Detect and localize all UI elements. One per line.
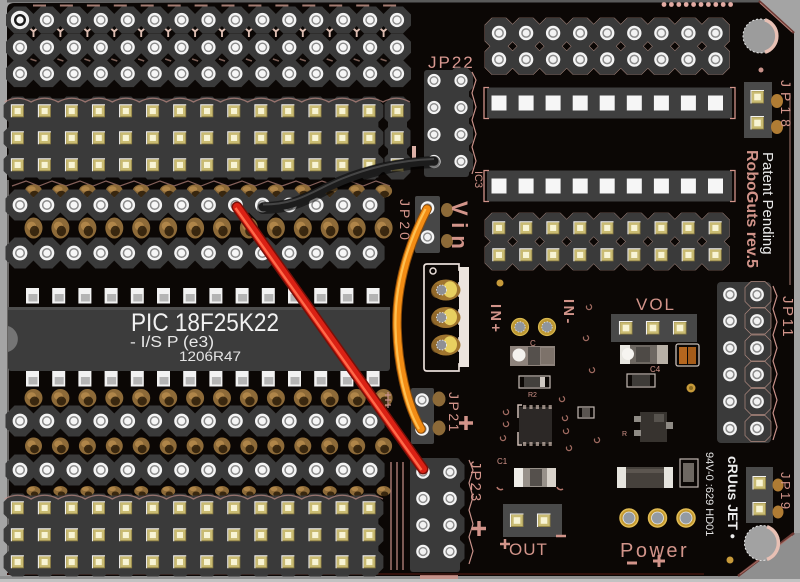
svg-text:1206R47: 1206R47: [179, 348, 241, 364]
svg-text:IC3: IC3: [472, 171, 484, 188]
svg-text:JP23: JP23: [467, 461, 484, 503]
svg-text:cRUus JET •: cRUus JET •: [725, 456, 741, 539]
svg-text:C: C: [530, 339, 536, 348]
svg-text:Patent Pending: Patent Pending: [759, 152, 776, 255]
svg-text:Vin: Vin: [447, 201, 472, 256]
svg-text:C4: C4: [650, 365, 661, 374]
svg-text:R: R: [622, 431, 627, 438]
svg-text:IN+: IN+: [487, 304, 503, 334]
svg-text:VOL: VOL: [636, 295, 676, 314]
svg-text:JP20: JP20: [397, 199, 413, 243]
svg-text:94V-0 :629 HD01: 94V-0 :629 HD01: [703, 452, 715, 536]
svg-text:RoboGuts rev.5: RoboGuts rev.5: [743, 150, 760, 268]
svg-text:JP22: JP22: [428, 53, 475, 72]
svg-text:JP18: JP18: [778, 80, 794, 132]
svg-text:C1: C1: [497, 457, 508, 466]
svg-text:IN-: IN-: [560, 299, 576, 326]
svg-text:R2: R2: [528, 392, 537, 399]
svg-text:Power: Power: [620, 540, 689, 562]
svg-text:JP19: JP19: [778, 472, 793, 512]
svg-text:PIC 18F25K22: PIC 18F25K22: [131, 309, 279, 337]
svg-text:OUT: OUT: [509, 540, 548, 559]
svg-text:- I/S P (e3): - I/S P (e3): [130, 334, 214, 351]
svg-text:JP11: JP11: [779, 296, 796, 339]
svg-text:JP21: JP21: [446, 392, 462, 434]
